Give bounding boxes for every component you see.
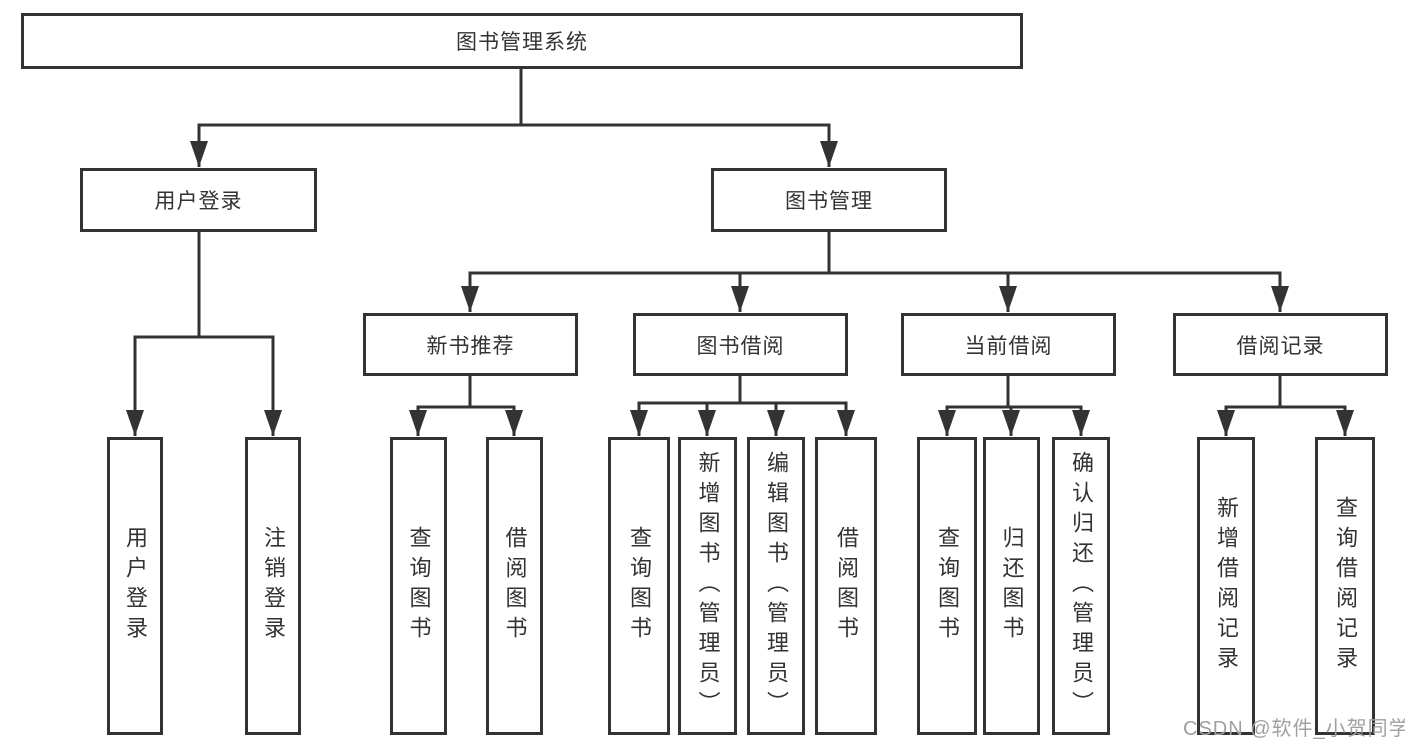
- node-borrow-records: 借阅记录: [1173, 313, 1388, 376]
- node-borrow-records-label: 借阅记录: [1236, 334, 1325, 358]
- leaf-borrow-borrow-books-label: 借阅图书: [834, 526, 859, 646]
- leaf-borrow-add-books-admin-label: 新增图书（管理员）: [695, 451, 721, 721]
- leaf-recommend-query-books-label: 查询图书: [406, 526, 432, 646]
- leaf-current-query-books-label: 查询图书: [935, 526, 960, 646]
- node-root-label: 图书管理系统: [456, 31, 588, 54]
- node-book-management-label: 图书管理: [785, 190, 873, 213]
- leaf-recommend-borrow-books: 借阅图书: [486, 437, 543, 735]
- node-current-borrow-label: 当前借阅: [964, 334, 1053, 358]
- leaf-current-confirm-return-admin: 确认归还（管理员）: [1052, 437, 1110, 735]
- leaf-records-add-record: 新增借阅记录: [1197, 437, 1255, 735]
- leaf-logout: 注销登录: [245, 437, 301, 735]
- csdn-watermark: CSDN @软件_小贺同学: [1183, 718, 1405, 740]
- leaf-records-add-record-label: 新增借阅记录: [1214, 496, 1239, 676]
- leaf-borrow-query-books: 查询图书: [608, 437, 670, 735]
- leaf-borrow-edit-books-admin: 编辑图书（管理员）: [747, 437, 805, 735]
- node-root-library-system: 图书管理系统: [21, 13, 1023, 69]
- leaf-borrow-edit-books-admin-label: 编辑图书（管理员）: [764, 451, 789, 721]
- leaf-borrow-query-books-label: 查询图书: [627, 526, 652, 646]
- leaf-current-return-books-label: 归还图书: [999, 526, 1025, 646]
- node-user-login-label: 用户登录: [154, 190, 243, 213]
- leaf-records-query-record-label: 查询借阅记录: [1333, 496, 1358, 676]
- node-book-borrow-label: 图书借阅: [696, 334, 785, 358]
- leaf-records-query-record: 查询借阅记录: [1315, 437, 1375, 735]
- leaf-user-login: 用户登录: [107, 437, 163, 735]
- node-book-borrow: 图书借阅: [633, 313, 848, 376]
- leaf-recommend-query-books: 查询图书: [390, 437, 447, 735]
- node-new-book-recommend: 新书推荐: [363, 313, 578, 376]
- node-user-login: 用户登录: [80, 168, 317, 232]
- leaf-borrow-borrow-books: 借阅图书: [815, 437, 877, 735]
- node-book-management: 图书管理: [711, 168, 947, 232]
- leaf-current-query-books: 查询图书: [917, 437, 977, 735]
- leaf-logout-label: 注销登录: [261, 526, 286, 646]
- leaf-recommend-borrow-books-label: 借阅图书: [502, 526, 528, 646]
- leaf-current-return-books: 归还图书: [983, 437, 1040, 735]
- leaf-user-login-label: 用户登录: [123, 526, 148, 646]
- node-new-book-recommend-label: 新书推荐: [426, 334, 515, 358]
- leaf-current-confirm-return-admin-label: 确认归还（管理员）: [1069, 451, 1094, 721]
- node-current-borrow: 当前借阅: [901, 313, 1116, 376]
- leaf-borrow-add-books-admin: 新增图书（管理员）: [678, 437, 737, 735]
